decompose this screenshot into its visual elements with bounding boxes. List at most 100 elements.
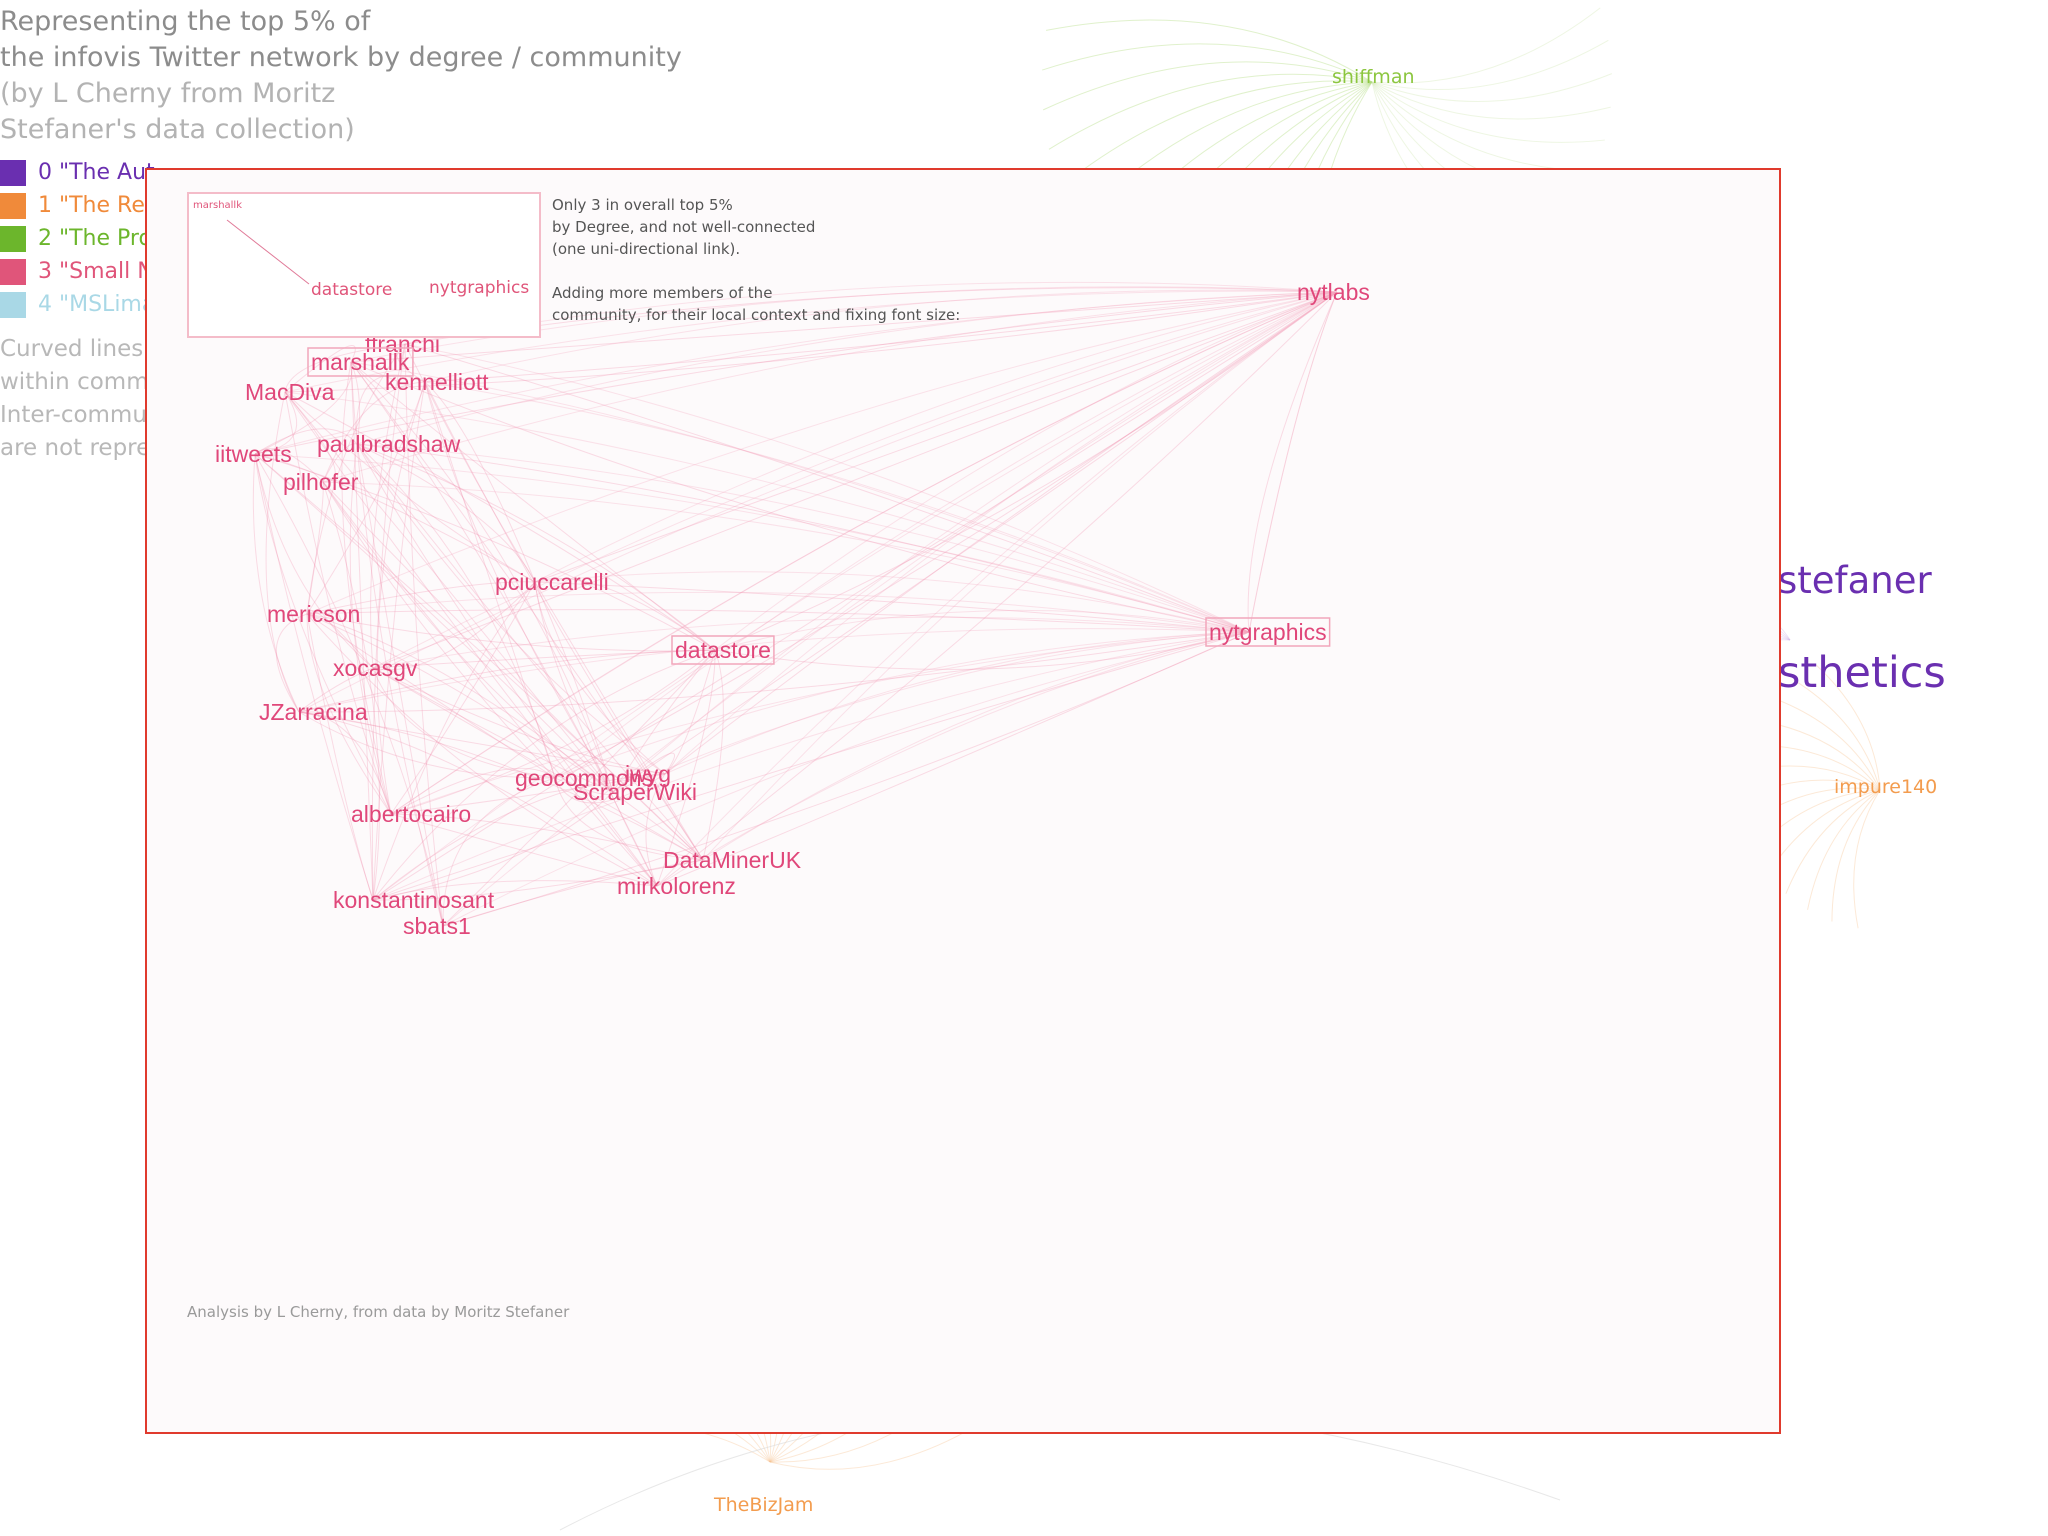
network-edge xyxy=(656,631,1250,887)
network-edge xyxy=(298,711,392,815)
network-edge xyxy=(356,443,1250,633)
network-edge xyxy=(1247,291,1338,633)
network-edge xyxy=(284,291,1338,393)
network-edge xyxy=(404,343,536,583)
network-edge xyxy=(702,631,1250,861)
network-edge xyxy=(356,443,716,651)
network-edge xyxy=(424,381,556,779)
inset-note-line: community, for their local context and f… xyxy=(552,306,961,324)
node-label-stefaner: stefaner xyxy=(1778,559,1932,602)
network-edge xyxy=(390,813,658,887)
node-label-datastore: datastore xyxy=(675,637,771,663)
inset-label-marshallk: marshallk xyxy=(193,200,243,211)
network-edge xyxy=(356,443,666,775)
network-edge xyxy=(350,361,716,651)
network-edge xyxy=(254,291,1338,455)
network-edge xyxy=(714,291,1338,651)
network-edge xyxy=(554,291,1338,779)
network-edge xyxy=(350,361,361,445)
network-edge xyxy=(254,361,353,455)
legend-label: 4 "MSLima xyxy=(38,292,156,317)
legend-item: 3 "Small N xyxy=(0,257,260,290)
network-edge xyxy=(424,289,1338,383)
network-edge xyxy=(350,361,444,927)
node-label-pciuccarelli: pciuccarelli xyxy=(495,569,609,595)
community-network: nytlabsffranchimarshallkkennelliottMacDi… xyxy=(215,279,1370,939)
background-edge xyxy=(1045,19,1373,83)
node-label-shiffman: shiffman xyxy=(1332,66,1415,88)
network-edge xyxy=(424,381,1250,633)
network-edge xyxy=(298,711,666,775)
background-edge xyxy=(1048,73,1373,150)
network-edge xyxy=(372,880,658,901)
network-edge xyxy=(356,443,556,779)
network-edge xyxy=(390,631,1250,815)
network-edge xyxy=(306,581,536,615)
network-edge xyxy=(254,453,536,583)
network-edge xyxy=(306,613,556,779)
network-edge xyxy=(372,616,1250,669)
network-edge xyxy=(371,343,406,901)
network-edge xyxy=(356,443,444,927)
background-edge xyxy=(1042,43,1373,83)
network-edge xyxy=(284,290,1338,393)
community-legend: 0 "The Aut 1 "The Res 2 "The Pro 3 "Smal… xyxy=(0,158,260,323)
network-edge xyxy=(534,581,666,775)
network-edge xyxy=(322,443,358,483)
inset-note-line: Only 3 in overall top 5% xyxy=(552,196,733,214)
legend-label: 0 "The Aut xyxy=(38,160,155,185)
network-edge xyxy=(702,291,1338,861)
background-edge xyxy=(1793,679,1881,791)
network-edge xyxy=(254,453,614,793)
legend-item: 2 "The Pro xyxy=(0,224,260,257)
network-edge xyxy=(656,631,1250,887)
network-edge xyxy=(252,453,300,713)
network-edge xyxy=(656,291,1338,887)
network-edge xyxy=(372,581,536,671)
legend-swatch xyxy=(0,226,26,252)
background-edge xyxy=(1042,61,1373,111)
network-edge xyxy=(442,631,1250,927)
network-edge xyxy=(254,391,298,455)
caption-line-1: Representing the top 5% of xyxy=(0,6,371,37)
network-edge xyxy=(404,287,1338,345)
network-edge xyxy=(442,649,716,927)
network-edge xyxy=(254,453,374,669)
network-edge xyxy=(372,667,614,793)
network-edge xyxy=(612,291,1338,793)
network-edge xyxy=(284,391,614,793)
network-edge xyxy=(534,581,658,887)
network-edge xyxy=(306,613,392,815)
network-edge xyxy=(714,631,1250,670)
network-edge xyxy=(404,343,1250,633)
network-edge xyxy=(372,631,1250,901)
network-edge xyxy=(254,453,1250,633)
legend-item: 0 "The Aut xyxy=(0,158,260,191)
network-edge xyxy=(612,752,675,793)
node-label-mericson: mericson xyxy=(267,601,360,627)
network-edge xyxy=(254,453,374,901)
node-label-pilhofer: pilhofer xyxy=(283,469,359,495)
network-edge xyxy=(372,649,716,901)
node-label-sbats1: sbats1 xyxy=(403,913,471,939)
network-edge xyxy=(254,453,704,861)
note-line: are not repre xyxy=(0,435,151,461)
network-edge xyxy=(306,613,614,793)
network-edge xyxy=(390,291,1338,815)
background-edge xyxy=(1853,789,1881,929)
network-edge xyxy=(664,291,1338,775)
inset-note-line: (one uni-directional link). xyxy=(552,240,741,258)
network-edge xyxy=(554,291,1338,779)
note-line: within comm xyxy=(0,369,149,395)
network-edge xyxy=(404,343,444,927)
background-edge xyxy=(1371,39,1609,90)
network-edge xyxy=(1248,291,1338,633)
network-edge xyxy=(370,343,406,669)
network-edge xyxy=(306,613,658,887)
node-highlight-box xyxy=(1205,617,1331,647)
node-label-marshallk: marshallk xyxy=(311,349,410,375)
node-label-kennelliott: kennelliott xyxy=(385,369,489,395)
network-edge xyxy=(350,291,1338,363)
network-edge xyxy=(554,777,614,795)
network-edge xyxy=(298,711,658,887)
